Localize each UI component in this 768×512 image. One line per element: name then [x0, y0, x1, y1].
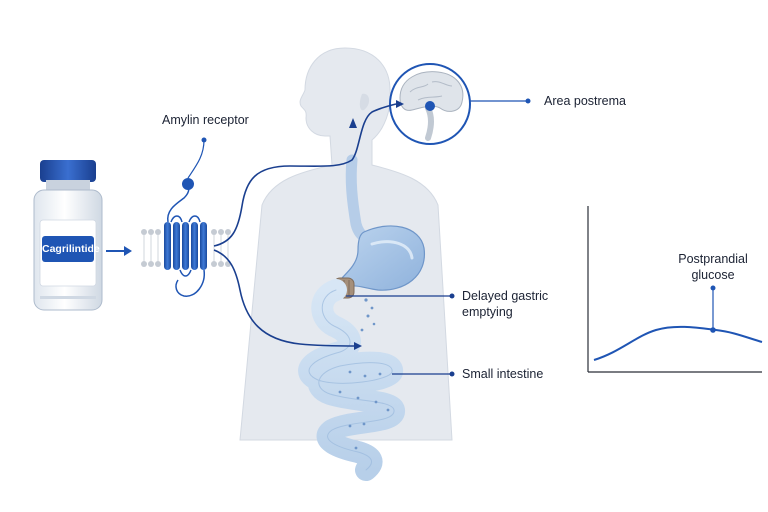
glucose-graph [587, 206, 763, 373]
brain-inset [389, 63, 471, 145]
postprandial-label-line1: Postprandial [678, 252, 748, 266]
delayed-gastric-label-line1: Delayed gastric [462, 289, 549, 303]
amylin-receptor-label: Amylin receptor [162, 113, 249, 127]
delayed-gastric-dot [449, 293, 455, 299]
delayed-gastric-label-line2: emptying [462, 305, 513, 319]
glucose-curve [593, 325, 763, 361]
human-silhouette [239, 47, 453, 441]
amylin-receptor [164, 137, 207, 297]
postprandial-top-dot [710, 285, 716, 291]
arrow-vial-to-receptor [106, 246, 132, 256]
vial-label: Cagrilintide [42, 243, 100, 255]
area-postrema-label: Area postrema [544, 94, 626, 108]
cell-membrane [141, 229, 231, 267]
stomach [339, 225, 425, 292]
nutrient-particles [338, 298, 390, 450]
small-intestine [298, 279, 405, 481]
postprandial-label-line2: glucose [691, 268, 735, 282]
arrowhead-to-brain [396, 100, 404, 108]
arrowhead-to-ear [349, 118, 357, 128]
small-intestine-label: Small intestine [462, 367, 544, 381]
cagrilintide-vial [33, 160, 103, 311]
area-postrema-dot [525, 98, 531, 104]
ligand-ball [182, 178, 194, 190]
arrowhead-to-gut [354, 342, 362, 350]
small-intestine-dot [449, 371, 455, 377]
postprandial-curve-dot [710, 327, 716, 333]
signal-pathways [213, 103, 397, 347]
